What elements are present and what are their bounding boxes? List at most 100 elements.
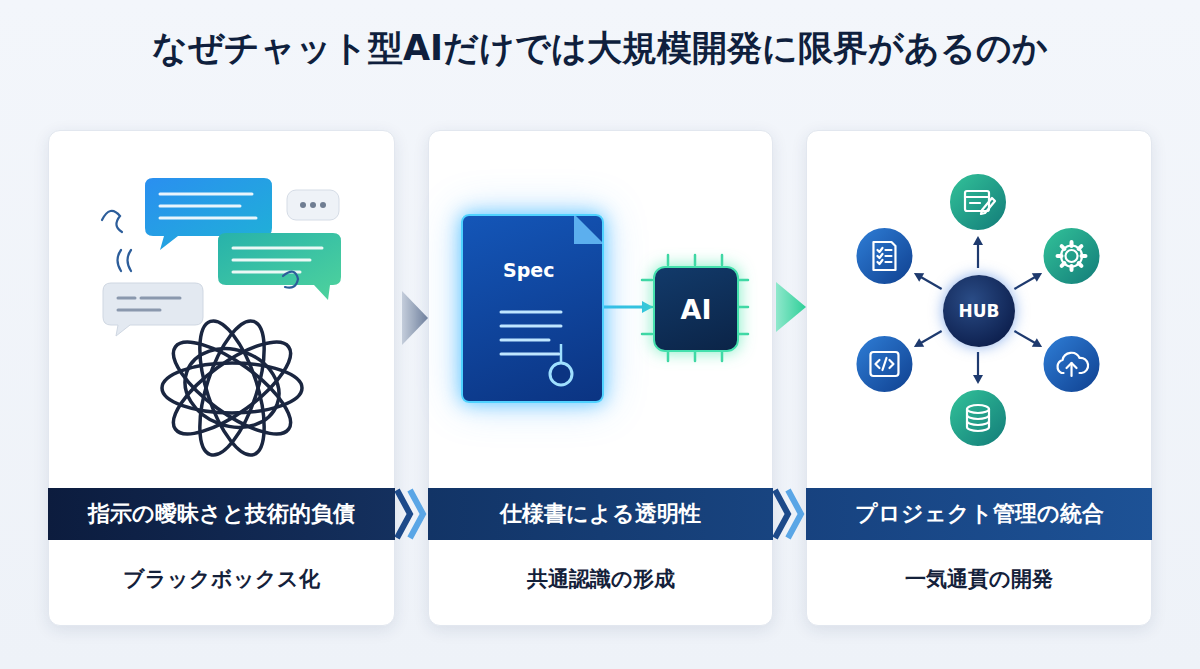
arrow-shaft	[739, 295, 782, 319]
gear-glyph	[1070, 266, 1074, 270]
document-decoration	[461, 214, 604, 403]
squiggle-mark	[102, 211, 122, 232]
hub-circle: HUB	[943, 275, 1015, 347]
squiggle-mark	[283, 272, 298, 288]
code-glyph	[870, 352, 898, 376]
bubble-line	[160, 217, 256, 220]
spoke-arrowhead	[973, 236, 983, 245]
arrowhead	[776, 282, 806, 332]
typing-dot	[310, 202, 316, 208]
band-chevron	[410, 490, 423, 538]
hub-spoke	[977, 242, 979, 268]
typing-dot	[300, 202, 306, 208]
window-glyph	[965, 196, 989, 198]
gear-glyph	[1066, 250, 1078, 262]
title-block: なぜチャット型AIだけでは大規模開発に限界があるのか	[0, 22, 1200, 74]
chat-illustration	[102, 178, 341, 336]
text-line	[501, 311, 561, 314]
band-label: 仕様書による透明性	[500, 499, 701, 529]
chip-pin	[721, 255, 724, 265]
knot-loop	[187, 314, 278, 463]
illustrations	[102, 173, 1101, 538]
cloud-glyph	[1058, 353, 1089, 373]
panel-card: 仕様書による透明性 SpecAI 共通認識の形成	[428, 130, 773, 626]
heading-band: 仕様書による透明性	[428, 488, 773, 540]
spoke-arrowhead	[914, 273, 924, 282]
code-glyph	[875, 358, 893, 370]
bubble-line	[160, 205, 240, 208]
db-glyph	[967, 415, 989, 419]
chip-pin	[667, 255, 670, 265]
gear-glyph	[1082, 254, 1086, 258]
window-glyph	[970, 202, 980, 204]
chip-pin	[738, 306, 748, 309]
text-line	[501, 325, 561, 328]
pencil-glyph	[981, 198, 995, 214]
hub-spoke	[1014, 331, 1037, 344]
heading-band: 指示の曖昧さと技術的負債	[48, 488, 395, 540]
chat-bubble	[145, 178, 272, 250]
list-glyph	[877, 248, 891, 252]
connector-layer	[395, 282, 806, 345]
upload-glyph	[1070, 363, 1072, 376]
knot-loop	[187, 314, 278, 463]
gear-glyph	[1070, 242, 1074, 246]
tool-icon	[949, 389, 1007, 447]
band-chevron	[788, 490, 801, 538]
band-chevron	[397, 490, 410, 538]
spec-document: Spec	[461, 214, 604, 403]
tool-icon	[1043, 335, 1101, 393]
icon-circle	[855, 335, 913, 393]
band-label: プロジェクト管理の統合	[855, 499, 1104, 529]
icon-circle	[949, 173, 1007, 231]
chip-pin	[694, 255, 697, 265]
bubble-line	[233, 259, 310, 262]
chat-bubble	[287, 190, 339, 220]
bubble-line	[141, 297, 180, 300]
heading-band: プロジェクト管理の統合	[806, 488, 1152, 540]
tool-icon	[1043, 227, 1101, 285]
flow-arrow	[739, 282, 806, 332]
spoke-arrowhead	[1032, 338, 1042, 347]
hub-spoke	[977, 352, 979, 378]
panel-card: 指示の曖昧さと技術的負債ブラックボックス化	[48, 130, 395, 626]
bubble-line	[233, 247, 322, 250]
text-line	[501, 339, 549, 342]
panel-subtitle: 共通認識の形成	[527, 564, 675, 594]
typing-dot	[320, 202, 326, 208]
arrowhead	[402, 291, 428, 345]
chip-pin	[694, 351, 697, 361]
panel-card: プロジェクト管理の統合 HUB 一気通貫の開発	[806, 130, 1152, 626]
hub-spoke	[919, 331, 942, 344]
panel-subtitle: ブラックボックス化	[123, 564, 320, 594]
hub-spoke	[919, 276, 942, 289]
chip-label: AI	[681, 294, 712, 325]
bubble-line	[118, 297, 135, 300]
squiggle-mark	[118, 250, 122, 271]
chip-pin	[738, 333, 748, 336]
bubble-line	[233, 271, 300, 274]
band-chevron	[775, 490, 788, 538]
arrow-shaft	[395, 305, 407, 331]
window-glyph	[965, 191, 989, 211]
chip-pin	[642, 306, 652, 309]
knot-loop	[174, 336, 290, 440]
chip-pin	[667, 351, 670, 361]
gear-glyph	[1061, 246, 1082, 267]
hub-network	[855, 173, 1100, 447]
gear-glyph	[1062, 246, 1065, 249]
chat-bubble	[218, 233, 341, 300]
gear-glyph	[1079, 263, 1082, 266]
link-arrow	[604, 301, 653, 313]
band-chevrons	[397, 490, 801, 538]
tool-icon	[949, 173, 1007, 231]
panel-subtitle: 一気通貫の開発	[905, 564, 1053, 594]
document-label: Spec	[503, 259, 554, 281]
knot-loop	[161, 327, 304, 450]
gear-glyph	[1062, 263, 1065, 266]
knot-loop	[162, 363, 302, 413]
db-glyph	[967, 409, 989, 431]
arrowhead	[642, 301, 653, 313]
ai-chip: AI	[653, 266, 739, 352]
